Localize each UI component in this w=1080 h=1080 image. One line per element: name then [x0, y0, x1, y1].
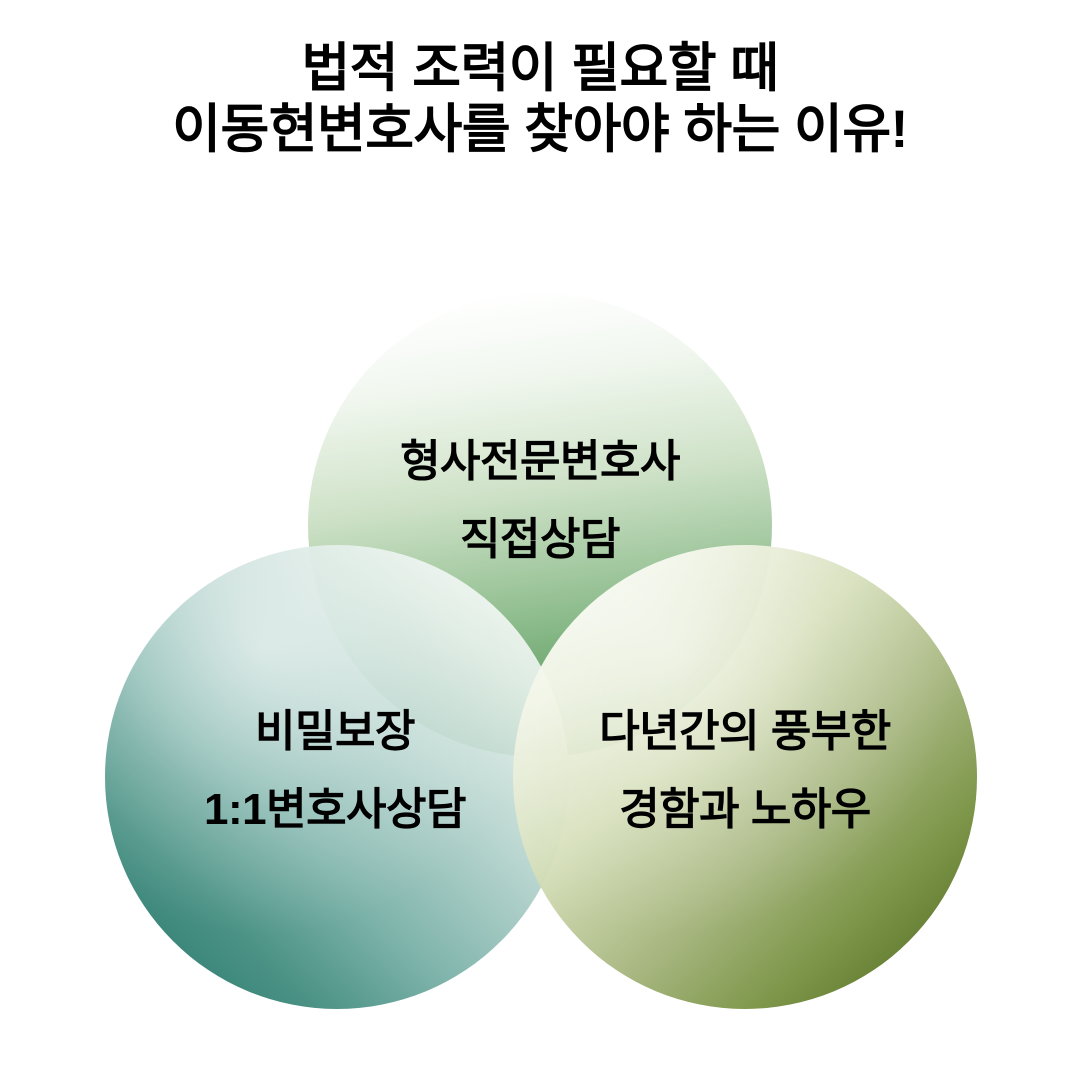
page-title: 법적 조력이 필요할 때 이동현변호사를 찾아야 하는 이유! — [0, 38, 1080, 161]
venn-circle-left-sheen — [105, 545, 569, 1009]
title-line-2: 이동현변호사를 찾아야 하는 이유! — [172, 100, 908, 160]
title-line-1: 법적 조력이 필요할 때 — [301, 39, 779, 98]
venn-circle-right-sheen — [513, 545, 977, 1009]
